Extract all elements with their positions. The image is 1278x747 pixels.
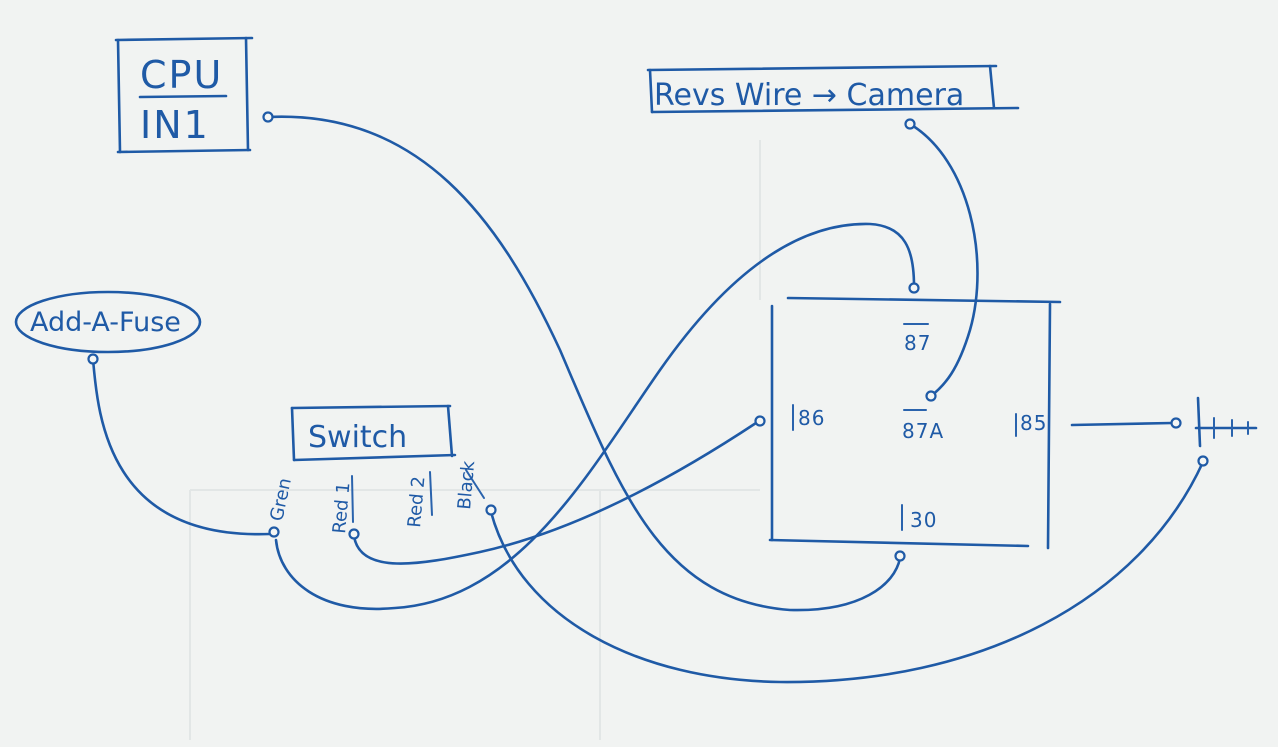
switch-pin-red2: Red 2 [404, 475, 429, 528]
relay-pin-87a: 87A [902, 419, 944, 443]
wire-cpu-to-30 [266, 115, 902, 612]
cpu-label: CPU [140, 53, 223, 97]
wire-red1-to-86 [352, 421, 758, 565]
wire-black-to-ground [489, 460, 1205, 684]
switch-label: Switch [308, 420, 407, 455]
cpu-box: CPU IN1 [114, 36, 254, 154]
relay-box: 87 87A 86 85 30 [768, 296, 1062, 550]
terminal-switch-green [268, 526, 280, 538]
terminal-ground-a [1170, 417, 1182, 429]
terminal-relay-87a [925, 390, 937, 402]
terminal-ground-b [1197, 455, 1209, 467]
relay-pin-86: 86 [798, 406, 825, 430]
ground-icon [1194, 396, 1258, 448]
switch-box: Switch Gren Red 1 Red 2 Black [266, 404, 485, 534]
terminal-relay-30 [894, 550, 906, 562]
revs-camera-label: Revs Wire → Camera [654, 78, 964, 113]
wire-green-to-87 [274, 222, 916, 611]
cpu-input-label: IN1 [140, 103, 210, 147]
revs-camera-box: Revs Wire → Camera [646, 64, 1020, 114]
wire-85-to-ground [1070, 421, 1174, 427]
relay-pin-87: 87 [904, 331, 931, 355]
wire-fuse-to-green [91, 357, 272, 536]
terminal-switch-red1 [348, 528, 360, 540]
terminal-revs [904, 118, 916, 130]
terminal-fuse [87, 353, 99, 365]
add-a-fuse-label: Add-A-Fuse [30, 307, 181, 338]
relay-pin-30: 30 [910, 508, 937, 532]
terminal-relay-86 [754, 415, 766, 427]
paper-shadow [189, 140, 761, 740]
add-a-fuse: Add-A-Fuse [14, 290, 202, 354]
switch-pin-black: Black [454, 460, 479, 511]
switch-pin-green: Gren [266, 476, 296, 523]
terminals [87, 111, 1209, 562]
switch-pin-red1: Red 1 [329, 481, 354, 534]
terminal-cpu [262, 111, 274, 123]
wire-revs-to-87a [908, 122, 979, 398]
relay-pin-85: 85 [1020, 411, 1047, 435]
terminal-relay-87 [908, 282, 920, 294]
wires [91, 115, 1205, 684]
terminal-switch-black [485, 504, 497, 516]
